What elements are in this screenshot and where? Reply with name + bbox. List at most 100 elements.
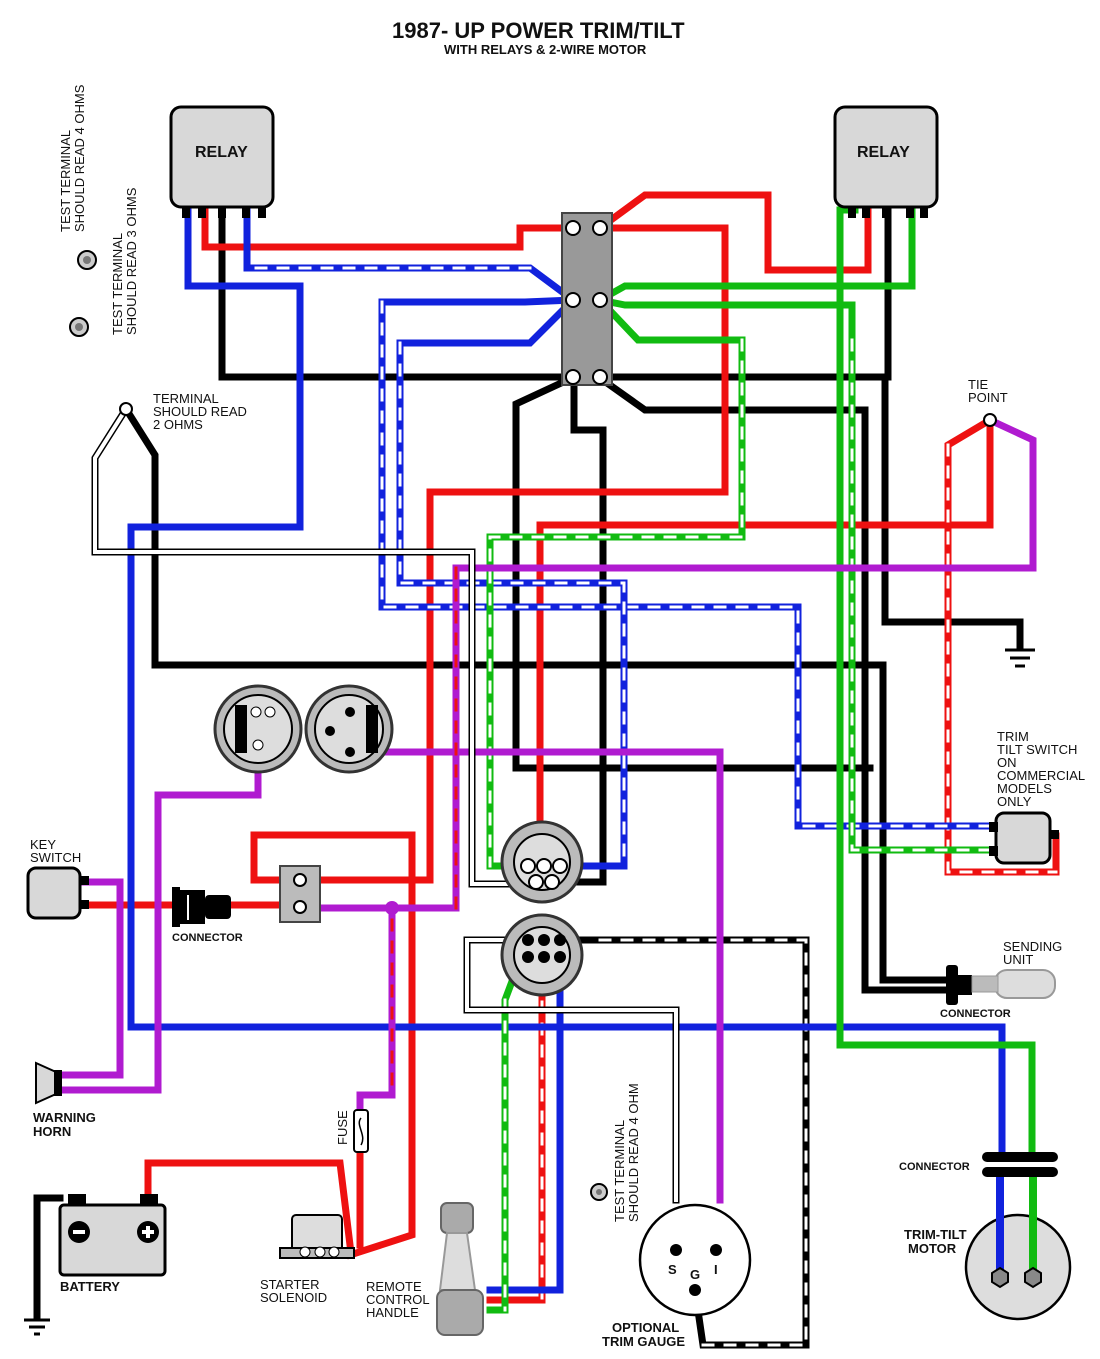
- connector-key-label: CONNECTOR: [172, 932, 243, 944]
- remote-handle-label-line2: CONTROL: [366, 1292, 430, 1307]
- sending-unit-label-line1: SENDING: [1003, 939, 1062, 954]
- trim-switch-label-line2: TILT SWITCH: [997, 742, 1077, 757]
- ground-symbol: [1005, 648, 1035, 668]
- plug-left: [213, 684, 303, 774]
- terminal-block: [561, 212, 613, 386]
- connector-motor-label: CONNECTOR: [899, 1161, 970, 1173]
- remote-handle-label-line1: REMOTE: [366, 1279, 422, 1294]
- diagram-subtitle: WITH RELAYS & 2-WIRE MOTOR: [444, 42, 647, 57]
- trim-switch-label-line6: ONLY: [997, 794, 1032, 809]
- note-2-ohms-line1: TERMINAL: [153, 391, 219, 406]
- key-switch-label-line2: SWITCH: [30, 850, 81, 865]
- note-2-ohms-line2: SHOULD READ: [153, 404, 247, 419]
- relay-left[interactable]: RELAY: [169, 105, 275, 218]
- trim-switch-label-line4: COMMERCIAL: [997, 768, 1085, 783]
- warning-horn-label-line1: WARNING: [33, 1110, 96, 1125]
- note-4-ohm-gauge-line2: SHOULD READ 4 OHM: [626, 1083, 641, 1222]
- connector-sending-label: CONNECTOR: [940, 1008, 1011, 1020]
- starter-solenoid-label-line2: SOLENOID: [260, 1290, 327, 1305]
- test-terminal-4-ohms: TEST TERMINAL SHOULD READ 4 OHMS: [58, 84, 97, 270]
- red-wire-battery: [144, 1159, 354, 1249]
- red-wire-tiepoint: [536, 416, 994, 854]
- note-4-ohms-line1: TEST TERMINAL: [58, 130, 73, 232]
- white-wire-plug-loop-core: [465, 938, 678, 1202]
- gauge-terminal-g: G: [690, 1267, 700, 1282]
- green-wire-pump-stripe: [488, 338, 744, 868]
- purple-wire-keyswitch-horn: [58, 878, 124, 1079]
- blue-wire-relay-left: [127, 206, 1006, 1159]
- tie-point: TIE POINT: [968, 377, 1008, 427]
- trim-switch-label-line3: ON: [997, 755, 1017, 770]
- key-switch-label-line1: KEY: [30, 837, 56, 852]
- harness-plug-lower: [500, 913, 584, 997]
- optional-trim-gauge: S G I OPTIONAL TRIM GAUGE: [602, 1203, 752, 1349]
- note-4-ohm-gauge-line1: TEST TERMINAL: [612, 1120, 627, 1222]
- red-wire-tie-stripe: [946, 443, 1058, 874]
- blue-wire-plug-down: [486, 956, 564, 1294]
- plug-right: [304, 684, 394, 774]
- connector-key-switch: CONNECTOR: [172, 887, 243, 944]
- black-wire-gauge-stripe: [588, 938, 808, 1347]
- battery-label: BATTERY: [60, 1279, 120, 1294]
- trim-tilt-switch[interactable]: TRIM TILT SWITCH ON COMMERCIAL MODELS ON…: [989, 729, 1085, 865]
- tie-point-label-line2: POINT: [968, 390, 1008, 405]
- trim-switch-label-line1: TRIM: [997, 729, 1029, 744]
- black-wire-battery-ground: [33, 1194, 64, 1322]
- black-wire-pump-plug: [556, 378, 607, 886]
- harness-plug-upper: [500, 820, 584, 904]
- relay-right-label: RELAY: [857, 144, 910, 161]
- warning-horn: WARNING HORN: [33, 1061, 96, 1139]
- test-terminal-gauge: TEST TERMINAL SHOULD READ 4 OHM: [590, 1083, 641, 1222]
- purple-wire-fuse: [356, 904, 396, 1114]
- sending-unit: SENDING UNIT CONNECTOR: [940, 939, 1062, 1020]
- note-2-ohms-line3: 2 OHMS: [153, 417, 203, 432]
- trim-gauge-label-line1: OPTIONAL: [612, 1320, 679, 1335]
- motor-label-line2: MOTOR: [908, 1241, 957, 1256]
- red-wire-relay-left: [201, 206, 577, 251]
- warning-horn-label-line2: HORN: [33, 1124, 71, 1139]
- motor-label-line1: TRIM-TILT: [904, 1227, 967, 1242]
- green-wire-switch-stripe: [850, 338, 997, 852]
- trim-switch-label-line5: MODELS: [997, 781, 1052, 796]
- fuse-label: FUSE: [335, 1110, 350, 1145]
- trim-gauge-label-line2: TRIM GAUGE: [602, 1334, 685, 1349]
- diagram-title: 1987- UP POWER TRIM/TILT: [392, 18, 685, 43]
- red-wire-relay-right: [595, 191, 872, 274]
- test-terminal-3-ohms: TEST TERMINAL SHOULD READ 3 OHMS: [69, 187, 139, 337]
- white-wire-2ohm-core: [93, 406, 522, 886]
- black-wire-block-to-pump: [512, 373, 874, 772]
- black-wire-relay-left: [218, 206, 892, 381]
- gauge-terminal-s: S: [668, 1262, 677, 1277]
- wires: [33, 191, 1060, 1349]
- gauge-terminal-i: I: [714, 1262, 718, 1277]
- blue-wire-block-to-pump: [396, 295, 628, 870]
- terminal-2-ohms: TERMINAL SHOULD READ 2 OHMS: [119, 391, 247, 432]
- sending-unit-label-line2: UNIT: [1003, 952, 1033, 967]
- starter-solenoid: STARTER SOLENOID: [260, 1214, 355, 1305]
- tie-point-label-line1: TIE: [968, 377, 989, 392]
- black-wire-block-lower-right: [595, 373, 954, 994]
- red-wire-relay-loop: [250, 831, 416, 1260]
- green-wire-relay-right: [836, 206, 1036, 1159]
- note-3-ohms-line1: TEST TERMINAL: [110, 233, 125, 335]
- battery: BATTERY: [58, 1194, 167, 1294]
- remote-handle-label-line3: HANDLE: [366, 1305, 419, 1320]
- red-wire-block-to-keyswitch: [296, 224, 729, 884]
- blue-wire-switch-stripe: [380, 300, 997, 828]
- relay-right[interactable]: RELAY: [833, 105, 939, 218]
- note-3-ohms-line2: SHOULD READ 3 OHMS: [124, 187, 139, 335]
- fuse: FUSE: [335, 1109, 369, 1153]
- blue-wire-block-to-switch: [378, 296, 999, 830]
- trim-tilt-motor: TRIM-TILT MOTOR: [904, 1177, 1072, 1321]
- power-terminal-block: [279, 865, 399, 923]
- motor-connector: CONNECTOR: [899, 1152, 1058, 1177]
- relay-left-label: RELAY: [195, 144, 248, 161]
- purple-wire-horn: [58, 756, 262, 1094]
- black-wire-gauge-ground: [566, 936, 810, 1349]
- black-wire-ground-right: [881, 373, 1024, 652]
- key-switch[interactable]: KEY SWITCH: [26, 837, 89, 920]
- starter-solenoid-label-line1: STARTER: [260, 1277, 319, 1292]
- note-4-ohms-line2: SHOULD READ 4 OHMS: [72, 84, 87, 232]
- remote-control-handle: REMOTE CONTROL HANDLE: [366, 1202, 484, 1336]
